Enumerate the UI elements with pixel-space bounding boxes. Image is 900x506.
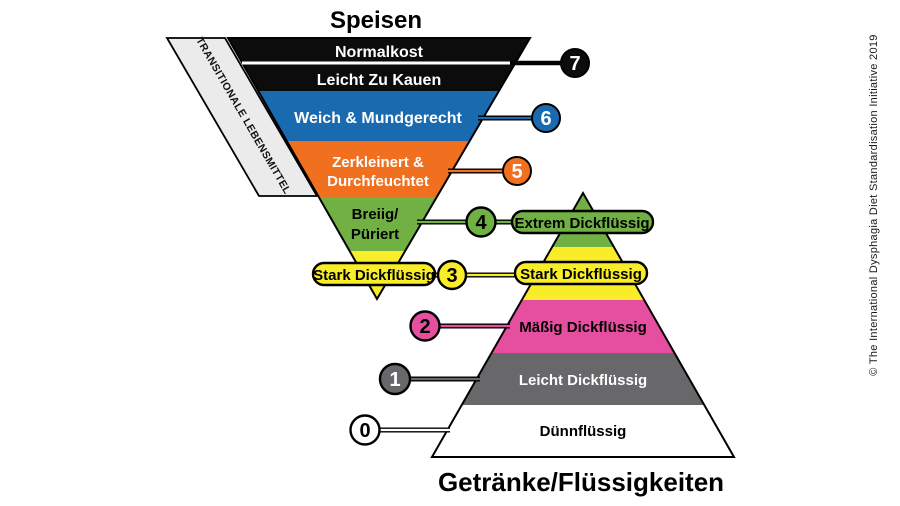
food-label-breiig-line1: Breiig/ — [352, 206, 400, 223]
drink-pill-stark-label: Stark Dickflüssig — [520, 266, 642, 283]
drink-label-maessig-dickfluessig: Mäßig Dickflüssig — [519, 319, 647, 336]
badge-5-circle — [502, 156, 532, 186]
badge-2-circle — [409, 310, 441, 342]
food-label-breiig-line2: Püriert — [351, 226, 399, 243]
badge-2-number: 2 — [419, 316, 430, 338]
drink-pill-stark-dickfluessig — [513, 260, 649, 286]
badge-7-number: 7 — [569, 53, 580, 75]
food-label-normalkost: Normalkost — [335, 44, 424, 61]
drink-pill-extrem-label: Extrem Dickflüssig — [514, 215, 649, 232]
drinks-title: Getränke/Flüssigkeiten — [438, 467, 724, 497]
badge-1-number: 1 — [389, 369, 400, 391]
transitional-strip — [165, 37, 319, 197]
copyright-text: © The International Dysphagia Diet Stand… — [868, 34, 880, 375]
badge-0-number: 0 — [359, 420, 370, 442]
badge-7-circle — [560, 48, 590, 78]
badge-4-circle — [465, 206, 497, 238]
drink-band-level2 — [491, 300, 675, 353]
badge-5-number: 5 — [511, 161, 522, 183]
badge-3-circle — [436, 259, 468, 291]
food-label-zerkleinert-line2: Durchfeuchtet — [327, 173, 429, 190]
drink-band-level1 — [462, 353, 704, 405]
badge-3-number: 3 — [446, 265, 457, 287]
drink-band-level0 — [432, 405, 734, 457]
food-pill-stark-dickfluessig — [311, 261, 437, 287]
badge-6-circle — [531, 103, 561, 133]
badge-6-number: 6 — [540, 108, 551, 130]
food-label-zerkleinert-line1: Zerkleinert & — [332, 154, 424, 171]
drink-label-leicht-dickfluessig: Leicht Dickflüssig — [519, 372, 647, 389]
food-label-leicht-zu-kauen: Leicht Zu Kauen — [317, 72, 441, 89]
food-band-level6 — [258, 91, 499, 141]
badge-4-number: 4 — [475, 212, 487, 234]
food-label-weich-mundgerecht: Weich & Mundgerecht — [294, 110, 462, 127]
badge-0-circle — [349, 414, 381, 446]
drink-label-duennfluessig: Dünnflüssig — [540, 423, 627, 440]
foods-title: Speisen — [330, 7, 422, 34]
food-band-level4 — [319, 197, 437, 251]
food-pill-stark-label: Stark Dickflüssig — [313, 267, 435, 284]
drink-pill-extrem-dickfluessig — [510, 209, 655, 235]
food-band-level5 — [287, 141, 470, 197]
badge-1-circle — [378, 362, 412, 396]
